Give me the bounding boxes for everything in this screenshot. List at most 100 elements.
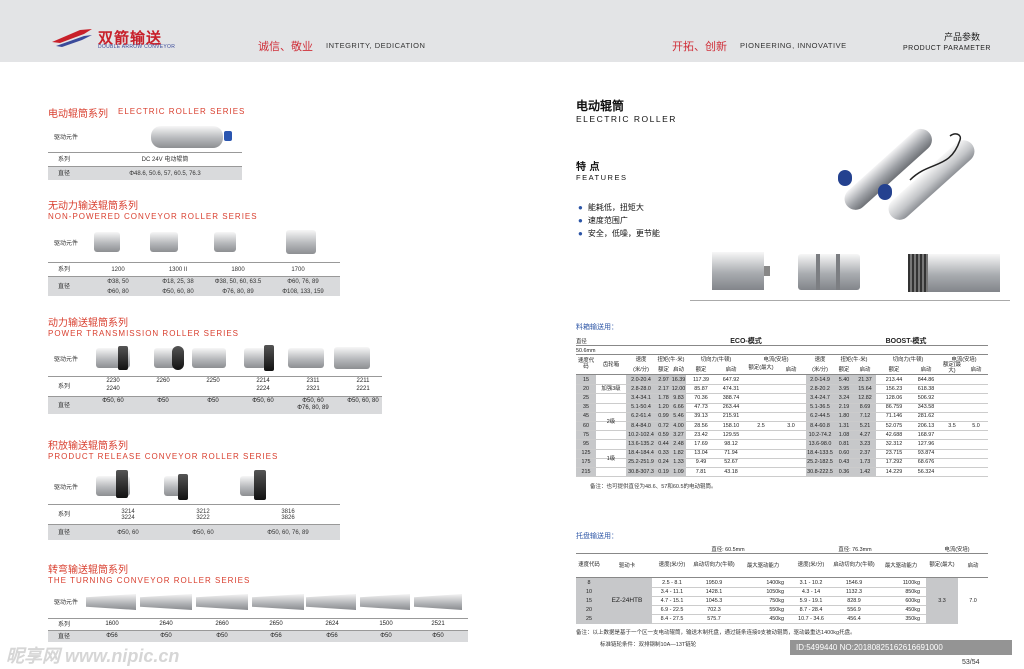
t1-boost-torque-rated: 2.19 bbox=[838, 404, 850, 411]
roller-2214-sprocket bbox=[264, 345, 274, 371]
s2-series: 1700 bbox=[291, 267, 305, 273]
t2-force2: 456.4 bbox=[847, 615, 861, 622]
t2-h-start: 启动 bbox=[967, 563, 979, 569]
table2-note1: 备注：以上数据是基于一个区一支电动辊筒，输送木制托盘，通过链条连接9支被动辊筒，… bbox=[576, 630, 856, 636]
t1-eco-torque-start: 4.00 bbox=[673, 422, 684, 429]
t2-diam2: 直径: 76.3mm bbox=[838, 546, 872, 553]
s4-series: 3212 bbox=[196, 509, 210, 515]
t1-eco-force-rated: 28.56 bbox=[694, 422, 708, 429]
t2-speed2: 4.3 - 14 bbox=[801, 588, 821, 595]
t1-boost-torque-start: 21.37 bbox=[858, 376, 872, 383]
s3-label-series: 系列 bbox=[58, 384, 71, 390]
roller-1200-image bbox=[94, 232, 120, 252]
s2-dia: Φ38, 50 bbox=[107, 279, 129, 285]
t1-eco-torque-rated: 2.17 bbox=[658, 385, 669, 392]
table1-caption: 料箱输送用： bbox=[576, 324, 618, 331]
s5-series: 2640 bbox=[159, 621, 173, 627]
t1-b-u-speed: (米/分) bbox=[812, 367, 828, 373]
electric-roller-image bbox=[151, 126, 223, 148]
t1-h-speed: 速度 bbox=[635, 357, 647, 363]
s4-series: 3224 bbox=[121, 515, 135, 521]
t2-force2: 1132.3 bbox=[845, 588, 863, 595]
t2-speed2: 10.7 - 34.6 bbox=[798, 615, 824, 622]
t2-speed1: 3.4 - 11.1 bbox=[660, 588, 684, 595]
t1-grey-col bbox=[576, 375, 596, 477]
t1-boost-torque-rated: 0.81 bbox=[838, 440, 850, 447]
t1-eco-torque-start: 12.00 bbox=[671, 385, 686, 392]
t1-rule bbox=[576, 384, 988, 386]
t1-eco-torque-rated: 0.99 bbox=[658, 413, 669, 420]
t1-h-curr: 电流(安培) bbox=[763, 357, 789, 363]
t1-eco-torque-rated: 0.24 bbox=[658, 459, 669, 466]
t1-boost-speed: 25.2-182.5 bbox=[807, 459, 833, 466]
t1-code: 25 bbox=[583, 394, 589, 401]
t1-diam-label: 直径 bbox=[576, 339, 587, 345]
t1-eco-force-rated: 70.36 bbox=[694, 394, 708, 401]
roller-1800-image bbox=[214, 232, 236, 252]
t1-boost-force-start: 844.86 bbox=[917, 376, 935, 383]
t1-eco-speed: 25.2-251.9 bbox=[628, 459, 654, 466]
t2-cap1: 1050kg bbox=[766, 588, 784, 595]
s2-series: 1300 II bbox=[168, 267, 188, 273]
t2-rule bbox=[576, 577, 988, 578]
t1-code: 215 bbox=[581, 468, 591, 475]
drive-label: 驱动元件 bbox=[54, 600, 79, 606]
s3-series: 2260 bbox=[156, 378, 170, 384]
t1-eco-force-start: 474.31 bbox=[722, 385, 740, 392]
t1-eco-speed: 2.8-28.0 bbox=[631, 385, 651, 392]
t1-boost-torque-start: 7.12 bbox=[859, 413, 871, 420]
watermark-right-bg bbox=[790, 640, 1012, 655]
t2-speed1: 8.4 - 27.5 bbox=[660, 615, 684, 622]
t2-code: 8 bbox=[587, 579, 591, 586]
roller-2250-image bbox=[192, 348, 226, 368]
section3-table: 系列 直径 bbox=[48, 376, 382, 414]
s2-label-diameter: 直径 bbox=[58, 284, 71, 290]
t1-boost-speed: 2.0-14.9 bbox=[810, 376, 830, 383]
table2-note2: 标准链轮条件：双排钢制10A—13T链轮 bbox=[600, 642, 697, 648]
t1-rule bbox=[576, 457, 988, 459]
t1-boost-force-rated: 71.146 bbox=[885, 413, 903, 420]
logo-subtext: DOUBLE ARROW CONVEYOR bbox=[98, 44, 176, 50]
table1-note: 备注：也可提供直径为48.6、57和60.5的电动辊筒。 bbox=[590, 484, 717, 490]
t1-rule bbox=[576, 476, 988, 478]
t1-boost-current-start: 5.0 bbox=[972, 422, 980, 429]
roller-1300-image bbox=[150, 232, 178, 252]
t1-h-rated: 额定 bbox=[658, 367, 669, 373]
t2-card: EZ-24HTB bbox=[611, 597, 643, 604]
t1-eco-force-start: 52.67 bbox=[724, 459, 738, 466]
section5-title-cn: 转弯输送辊筒系列 bbox=[48, 565, 128, 576]
s3-series: 2311 bbox=[306, 378, 320, 384]
t1-gear: 1级 bbox=[606, 455, 616, 462]
t2-grey-col bbox=[926, 578, 958, 624]
t2-force1: 1950.9 bbox=[705, 579, 723, 586]
t1-eco-force-start: 98.12 bbox=[724, 440, 738, 447]
right-title-en: ELECTRIC ROLLER bbox=[576, 114, 677, 124]
t1-boost-torque-start: 1.73 bbox=[859, 459, 871, 466]
s2-dia: Φ108, 133, 159 bbox=[282, 289, 324, 295]
t2-speed1: 4.7 - 15.1 bbox=[660, 597, 684, 604]
t1-boost-force-start: 68.676 bbox=[917, 459, 935, 466]
t1-eco-current-start: 3.0 bbox=[787, 422, 795, 429]
t2-h-code: 速度代码 bbox=[578, 562, 600, 568]
roller-2230-sprocket bbox=[118, 346, 128, 370]
s4-dia: Φ50, 60 bbox=[117, 530, 139, 536]
t1-eco-force-start: 215.91 bbox=[722, 413, 740, 420]
s3-dia: Φ76, 80, 89 bbox=[297, 405, 329, 411]
t1-u-speed: (米/分) bbox=[633, 367, 649, 373]
s1-label-diameter: 直径 bbox=[58, 171, 71, 177]
t1-eco-torque-start: 1.09 bbox=[673, 468, 684, 475]
turning-roller-image bbox=[414, 594, 462, 610]
roller-2311-image bbox=[288, 348, 324, 368]
watermark-left: 昵享网 www.nipic.cn bbox=[6, 646, 180, 666]
t1-eco-speed: 5.1-50.4 bbox=[631, 404, 651, 411]
t1-code: 20 bbox=[583, 385, 589, 392]
s5-dia: Φ50 bbox=[432, 633, 444, 639]
s5-label-series: 系列 bbox=[58, 622, 71, 628]
t1-h-code: 速度代码 bbox=[577, 358, 595, 370]
t1-boost-speed: 10.2-74.2 bbox=[808, 431, 832, 438]
features-title-en: FEATURES bbox=[576, 173, 628, 182]
section3-title-cn: 动力输送辊筒系列 bbox=[48, 318, 128, 329]
t1-eco-force-rated: 13.04 bbox=[694, 450, 708, 457]
